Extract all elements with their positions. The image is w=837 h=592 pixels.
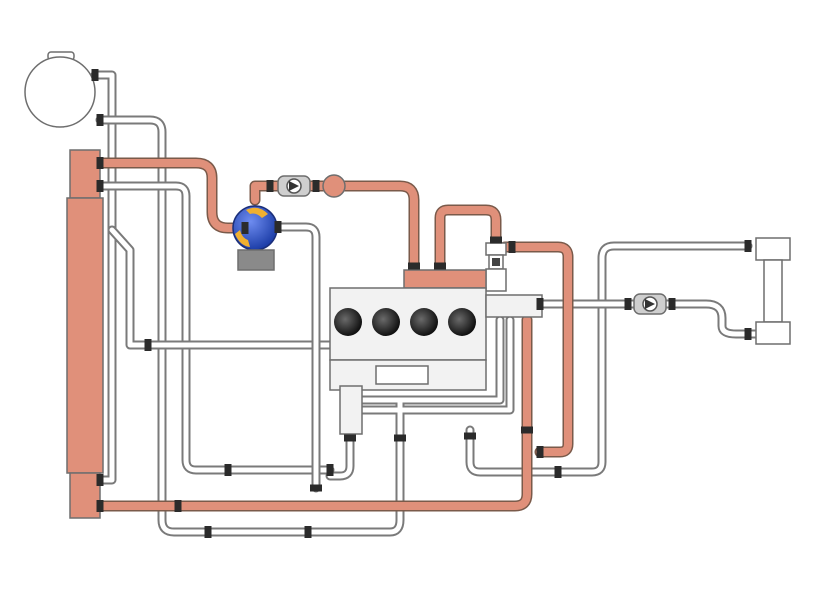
water-pump	[232, 205, 278, 271]
hose-clamp	[408, 262, 420, 270]
pump-motor	[237, 249, 275, 271]
hose-clamp	[174, 500, 182, 512]
hose-clamps	[91, 69, 752, 538]
engine-bellhousing	[339, 385, 363, 435]
cylinder-3	[410, 308, 438, 336]
hose-clamp	[434, 262, 446, 270]
pump-impeller-accent	[235, 230, 250, 247]
hose-clamp	[312, 180, 320, 192]
hose-clamp	[304, 526, 312, 538]
hose-clamp	[310, 484, 322, 492]
hose-clamp	[536, 298, 544, 310]
valve-middle	[322, 174, 346, 198]
cylinder-1	[334, 308, 362, 336]
hose-clamp	[96, 474, 104, 486]
cold-pipes	[90, 70, 761, 537]
cylinder-4	[448, 308, 476, 336]
hose-clamp	[96, 157, 104, 169]
expansion-tank-body	[24, 56, 96, 128]
radiator	[66, 149, 104, 519]
hose-clamp	[394, 434, 406, 442]
hose-clamp	[668, 298, 676, 310]
valve-right	[633, 293, 667, 315]
hose-clamp	[144, 339, 152, 351]
cylinder-2	[372, 308, 400, 336]
hose-clamp	[624, 298, 632, 310]
hose-clamp	[96, 180, 104, 192]
hose-clamp	[744, 328, 752, 340]
hose-clamp	[521, 426, 533, 434]
hose-clamp	[744, 240, 752, 252]
hose-clamp	[326, 464, 334, 476]
hot-pipe-thermostat-loop	[434, 204, 502, 276]
hose-clamp	[508, 241, 516, 253]
hose-clamp	[241, 222, 249, 234]
expansion-tank	[24, 51, 96, 128]
valve-left-flow-icon	[289, 181, 299, 191]
radiator-bottom-tank	[69, 472, 101, 519]
hose-clamp	[204, 526, 212, 538]
hose-clamp	[91, 69, 99, 81]
hot-pipes	[94, 157, 574, 512]
valve-left	[277, 175, 311, 197]
engine-head-gasket	[403, 269, 487, 289]
hose-clamp	[554, 466, 562, 478]
hose-clamp	[536, 446, 544, 458]
heater-core	[755, 237, 791, 345]
hot-pipe-radiator-to-pump	[94, 157, 246, 234]
hose-clamp	[344, 434, 356, 442]
hose-clamp	[96, 500, 104, 512]
radiator-core	[66, 197, 104, 474]
hose-clamp	[224, 464, 232, 476]
thermostat	[485, 242, 507, 292]
hose-clamp	[266, 180, 274, 192]
cylinders	[334, 308, 476, 336]
valve-right-flow-icon	[645, 299, 655, 309]
radiator-top-tank	[69, 149, 101, 199]
hose-clamp	[490, 236, 502, 244]
engine-oil-cooler	[375, 365, 429, 385]
cold-pipe-pump-outlet	[275, 222, 321, 493]
engine-outlet-housing	[485, 294, 543, 318]
hose-clamp	[96, 114, 104, 126]
hose-clamp	[464, 432, 476, 440]
hose-clamp	[274, 221, 282, 233]
